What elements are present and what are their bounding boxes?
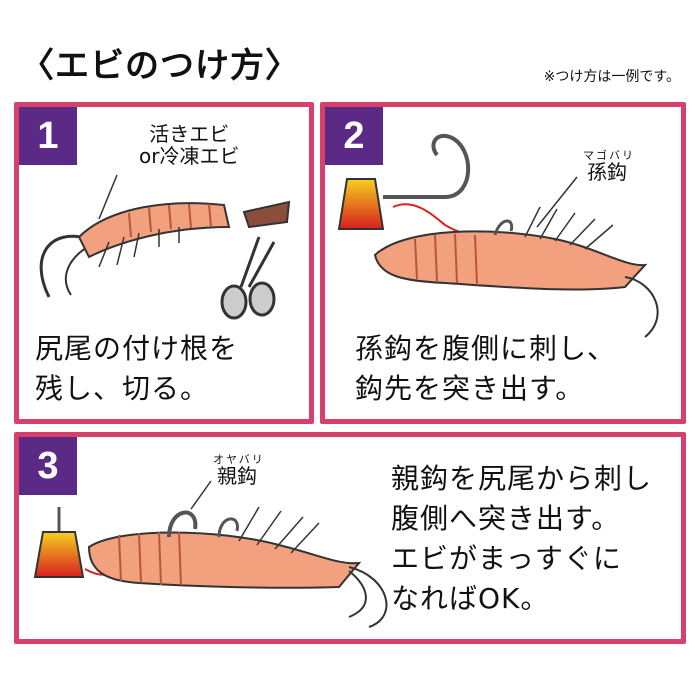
hook-shrimp-illustration: [337, 133, 659, 338]
step-instruction: 孫鈎を腹側に刺し、 鈎先を突き出す。: [355, 332, 617, 405]
shrimp-type-label: 活きエビ or冷凍エビ: [139, 122, 240, 168]
step-number-badge: 2: [325, 107, 383, 165]
page-title: 〈エビのつけ方〉: [20, 46, 300, 86]
step-panel-3: 3 オヤバリ 親鈎 親鈎を尻尾から刺し 腹側へ突き出す: [14, 432, 686, 644]
hook-label: 親鈎: [217, 464, 257, 488]
shrimp-cut-illustration: [39, 174, 291, 320]
step-panel-1: 1 活きエビ or: [14, 102, 314, 424]
step-panel-2: 2: [320, 102, 686, 424]
disclaimer-note: ※つけ方は一例です。: [543, 69, 680, 85]
ruby-reading: オヤバリ: [213, 453, 265, 466]
step-number-badge: 3: [19, 437, 77, 495]
finished-rig-illustration: [33, 480, 388, 628]
step-number-badge: 1: [19, 107, 77, 165]
hook-label: 孫鈎: [587, 160, 627, 184]
ruby-reading: マゴバリ: [583, 149, 635, 162]
step-instruction: 尻尾の付け根を 残し、切る。: [35, 332, 239, 405]
step-instruction: 親鈎を尻尾から刺し 腹側へ突き出す。 エビがまっすぐに なればOK。: [391, 462, 653, 615]
